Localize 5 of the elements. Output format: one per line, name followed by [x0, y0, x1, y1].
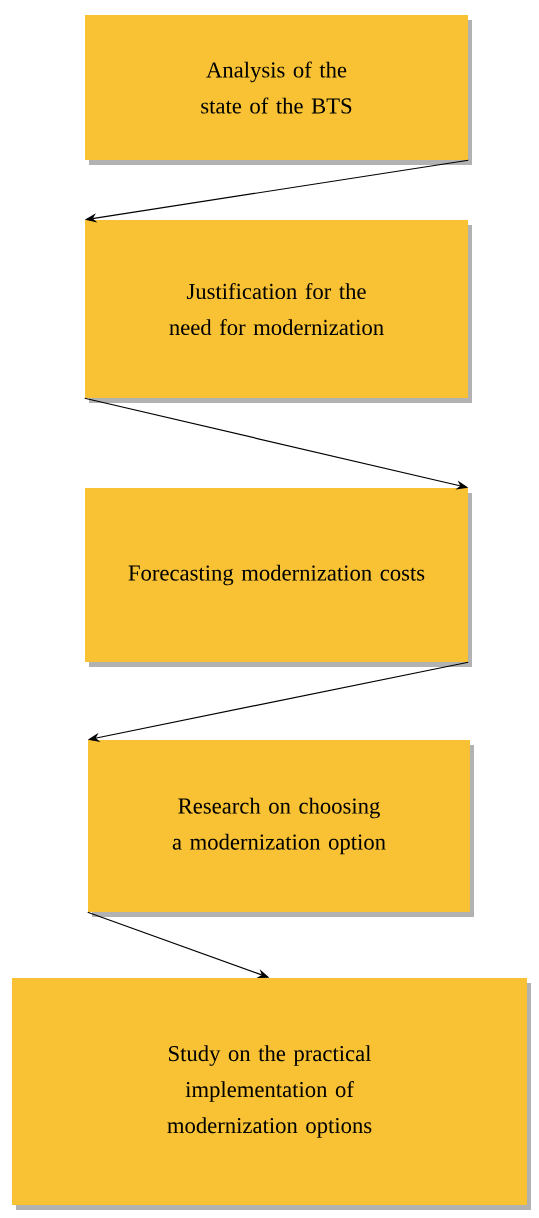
process-box: Justification for the need for modernization: [85, 220, 472, 403]
process-box: Research on choosing a modernization option: [88, 740, 474, 917]
process-box: Analysis of the state of the BTS: [85, 15, 472, 165]
process-box: Study on the practical implementation of modernization options: [12, 978, 531, 1210]
process-box: Forecasting modernization costs: [85, 488, 472, 667]
